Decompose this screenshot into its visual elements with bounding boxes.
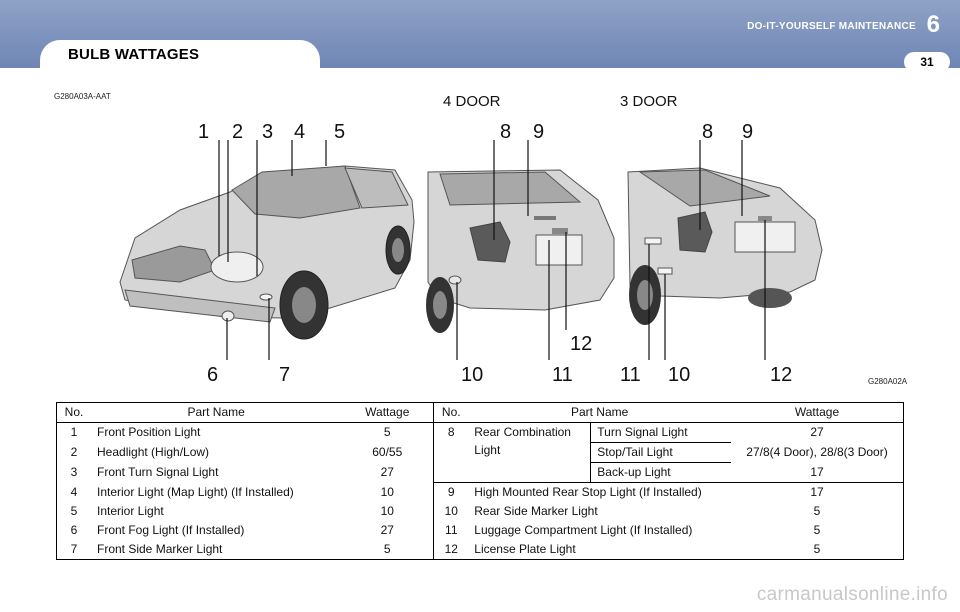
table-row: 4 Interior Light (Map Light) (If Install… [57,482,904,502]
callout-9-4door: 9 [533,121,544,143]
callout-11-3door: 11 [620,364,641,386]
row-no: 4 [70,484,78,499]
rear-4-door-illustration [426,169,615,333]
row-wattage: 17 [810,464,824,479]
table-header-row: No. Part Name Wattage No. Part Name Watt… [56,402,904,423]
table-row: 6 Front Fog Light (If Installed) 27 11 L… [57,521,904,540]
callout-8-3door: 8 [702,121,713,143]
row-no: 12 [433,540,469,560]
rear-combination-line2: Light [474,443,501,457]
row-no: 2 [70,444,78,459]
row-no: 3 [70,464,78,479]
row-wattage: 10 [380,484,394,499]
row-wattage: 27 [380,464,394,479]
callout-12-4door: 12 [570,333,592,355]
header-wattage-right: Wattage [731,402,904,423]
callout-6: 6 [207,364,218,386]
figure-code-left: G280A03A-AAT [54,92,111,101]
bulb-wattage-table: No. Part Name Wattage No. Part Name Watt… [56,402,904,560]
row-part: Interior Light (Map Light) (If Installed… [97,484,294,499]
chapter-number: 6 [926,11,940,38]
row-part: Interior Light [97,504,164,518]
row-wattage: 27 [380,523,394,537]
table-row: 5 Interior Light 10 10 Rear Side Marker … [57,502,904,521]
row-part: Luggage Compartment Light (If Installed) [474,523,693,537]
row-no: 11 [433,521,469,540]
label-4-door: 4 DOOR [443,93,501,110]
row-part: Stop/Tail Light [590,442,731,463]
row-part: High Mounted Rear Stop Light (If Install… [468,482,731,502]
front-car-illustration [119,165,415,340]
row-part: Turn Signal Light [590,422,731,443]
chapter-title: DO-IT-YOURSELF MAINTENANCE [747,21,916,32]
table-row: 3 Front Turn Signal Light 27 Back-up Lig… [57,462,904,483]
watermark: carmanualsonline.info [756,584,948,605]
row-wattage: 5 [383,542,391,556]
header-part-name-right: Part Name [468,402,731,423]
rear-3-door-illustration [627,167,823,325]
row-wattage: 27/8(4 Door), 28/8(3 Door) [746,444,888,459]
row-no: 5 [70,504,78,518]
callout-2: 2 [232,121,243,143]
figure-code-right: G280A02A [868,377,908,386]
row-no: 1 [70,425,78,439]
bulb-location-diagram: 1 2 3 4 5 6 7 8 9 10 11 12 8 9 11 10 12 [119,121,823,386]
row-no: 6 [70,523,78,537]
callout-8-4door: 8 [500,121,511,143]
callout-7: 7 [279,364,290,386]
callout-5: 5 [334,121,345,143]
row-part: Front Position Light [97,425,201,439]
header-part-name: Part Name [91,402,342,423]
row-part: Headlight (High/Low) [97,444,210,459]
row-wattage: 5 [813,542,821,556]
callout-4: 4 [294,121,305,143]
table-row: 2 Headlight (High/Low) 60/55 Stop/Tail L… [57,442,904,463]
callout-10-3door: 10 [668,364,690,386]
header-no-right: No. [433,402,469,423]
row-part: Front Turn Signal Light [97,464,219,479]
callout-11-4door: 11 [552,364,573,386]
row-no: 7 [70,542,78,556]
row-part: Back-up Light [590,462,731,483]
callout-3: 3 [262,121,273,143]
callout-1: 1 [198,121,209,143]
callout-12-3door: 12 [770,364,792,386]
row-wattage: 60/55 [372,444,403,459]
callout-9-3door: 9 [742,121,753,143]
row-no: 10 [433,502,469,521]
table-row: 7 Front Side Marker Light 5 12 License P… [57,540,904,560]
page-number: 31 [904,52,950,72]
section-title: BULB WATTAGES [68,46,200,63]
row-wattage: 5 [383,425,391,439]
callout-10-4door: 10 [461,364,483,386]
row-part: Front Side Marker Light [97,542,223,556]
row-wattage: 5 [813,504,821,518]
header-wattage: Wattage [341,402,434,423]
leader-lines [218,140,766,360]
row-part: Front Fog Light (If Installed) [97,523,245,537]
row-part: Rear Side Marker Light [474,504,598,518]
label-3-door: 3 DOOR [620,93,678,110]
section-tab [40,40,320,78]
rear-combination-name: Rear Combination Light [468,423,591,483]
header-no: No. [56,402,91,423]
row-wattage: 27 [810,425,824,439]
row-wattage: 17 [731,482,904,502]
rear-combination-line1: Rear Combination [474,425,571,439]
table-row: 1 Front Position Light 5 8 Rear Combinat… [57,422,904,483]
row-no: 9 [433,482,469,502]
row-part: License Plate Light [474,542,576,556]
row-wattage: 10 [380,504,394,518]
row-wattage: 5 [813,523,821,537]
row-no: 8 [433,422,469,483]
